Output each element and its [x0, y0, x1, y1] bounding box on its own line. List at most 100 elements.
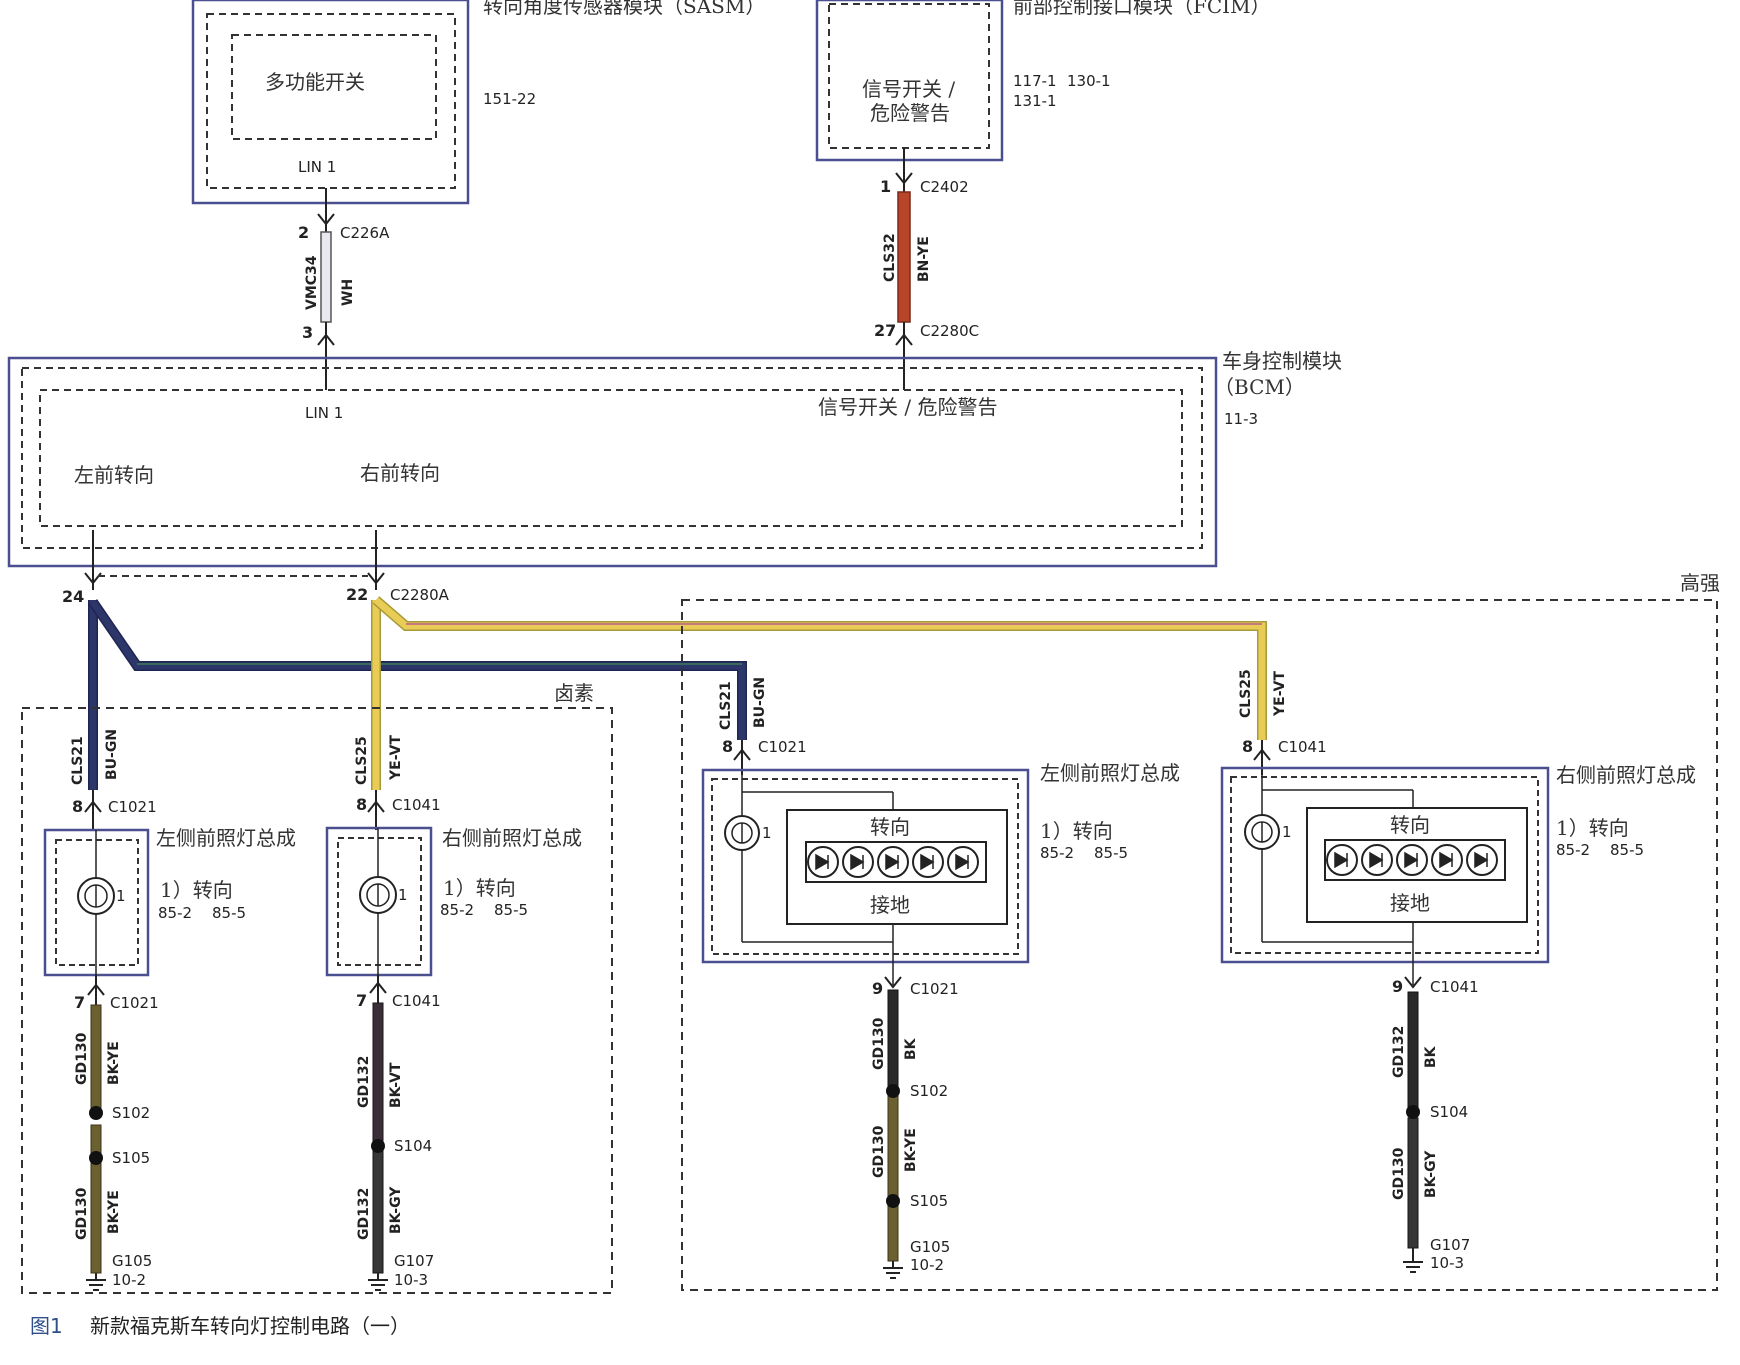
hr-right-splice1: S104	[394, 1137, 432, 1155]
halogen-right-assembly: CLS25 YE-VT 8 C1041 1 右侧前照灯总成 1）转向 85-2 …	[325, 735, 582, 1291]
sasm-inner-label: 多功能开关	[265, 70, 365, 94]
sasm-ref: 151-22	[483, 90, 536, 108]
led-array	[807, 846, 979, 878]
splice-dot	[89, 1151, 103, 1165]
fcim-inner-line2: 危险警告	[870, 101, 950, 125]
caption-text: 新款福克斯车转向灯控制电路（一）	[90, 1314, 410, 1338]
fcim-inner-line1: 信号开关 /	[862, 77, 955, 101]
splice-dot	[371, 1139, 385, 1153]
bcm-outputs: 24 22 C2280A	[62, 530, 450, 606]
hr-right-title: 右侧前照灯总成	[442, 826, 582, 850]
hl-left-conn-in: C1021	[108, 798, 157, 816]
fcim-title: 前部控制接口模块（FCIM）	[1013, 0, 1271, 18]
hr-right-ref2: 85-5	[494, 901, 528, 919]
hl-left-note: 1）转向	[160, 878, 233, 902]
hi-left-ref1: 85-2	[1040, 844, 1074, 862]
splice-dot	[886, 1084, 900, 1098]
sasm-module: 多功能开关 LIN 1 转向角度传感器模块（SASM） 151-22	[191, 0, 765, 205]
fcim-ref2: 130-1	[1067, 72, 1111, 90]
hl-left-gnd-circuit: GD130	[74, 1032, 90, 1085]
hi-left-splice2: S105	[910, 1192, 948, 1210]
halogen-section	[21, 707, 613, 1294]
high-section-label: 高强	[1680, 571, 1720, 595]
high-right-assembly: CLS25 YE-VT 8 C1041 1 转向 接	[1220, 669, 1696, 1273]
signal-color: BN-YE	[916, 236, 932, 282]
hr-right-gnd-circuit: GD132	[356, 1056, 372, 1108]
bcm-sig-conn: C2280C	[920, 322, 979, 340]
caption-fig-number: 图1	[30, 1314, 63, 1338]
halogen-section-label: 卤素	[554, 681, 594, 705]
bcm-left-turn-label: 左前转向	[74, 463, 154, 487]
bcm-signal-label: 信号开关 / 危险警告	[818, 395, 997, 419]
hl-left-title: 左侧前照灯总成	[156, 826, 296, 850]
hi-right-ground: G107	[1430, 1236, 1470, 1254]
bcm-sig-pin: 27	[874, 321, 896, 340]
hi-right-conn-out: C1041	[1430, 978, 1479, 996]
hi-left-color: BU-GN	[752, 677, 768, 728]
signal-circuit: CLS32	[882, 233, 898, 282]
hl-left-ref2: 85-5	[212, 904, 246, 922]
hl-left-pin-in: 8	[72, 797, 83, 816]
bcm-lin-label: LIN 1	[305, 404, 343, 422]
lin-wire: 2 C226A VMC34 WH 3	[298, 188, 390, 390]
hi-right-gnd-color1: BK	[1423, 1045, 1439, 1068]
hi-left-led-label: 转向	[870, 815, 910, 839]
hr-right-conn-in: C1041	[392, 796, 441, 814]
hl-left-splice1: S102	[112, 1104, 150, 1122]
hl-left-ref1: 85-2	[158, 904, 192, 922]
hi-left-pin-out: 9	[872, 979, 883, 998]
hi-right-gnd-color2: BK-GY	[1423, 1150, 1439, 1198]
hl-left-gnd-color1: BK-YE	[106, 1041, 122, 1085]
fcim-ref3: 131-1	[1013, 92, 1057, 110]
bcm-right-pin: 22	[346, 585, 368, 604]
hr-right-conn-out: C1041	[392, 992, 441, 1010]
hi-right-conn-in: C1041	[1278, 738, 1327, 756]
hi-right-ref1: 85-2	[1556, 841, 1590, 859]
hr-right-ground: G107	[394, 1252, 434, 1270]
hi-right-gnd-circuit: GD132	[1391, 1026, 1407, 1078]
hi-left-gnd-color1: BK	[903, 1037, 919, 1060]
bcm-title-line1: 车身控制模块	[1222, 349, 1342, 373]
hr-right-note: 1）转向	[443, 876, 516, 900]
hl-right-circuit: CLS25	[354, 736, 370, 785]
hr-right-pin-in: 8	[356, 795, 367, 814]
hl-left-circuit: CLS21	[70, 736, 86, 785]
high-section	[681, 599, 1718, 1291]
splice-dot	[1406, 1105, 1420, 1119]
hl-left-gnd-color2: BK-YE	[106, 1190, 122, 1234]
hl-left-pin-out: 7	[74, 993, 85, 1012]
hi-right-pin-in: 8	[1242, 737, 1253, 756]
halogen-left-assembly: CLS21 BU-GN 8 C1021 1 左侧前照灯总成 1）转向 85-2 …	[43, 729, 296, 1291]
hi-right-note: 1）转向	[1556, 816, 1629, 840]
sasm-out-conn: C226A	[340, 224, 390, 242]
hi-left-ref2: 85-5	[1094, 844, 1128, 862]
hl-left-bulb-num: 1	[116, 887, 126, 905]
sasm-out-pin: 2	[298, 223, 309, 242]
bcm-module: LIN 1 信号开关 / 危险警告 左前转向 右前转向 车身控制模块 （BCM）…	[7, 349, 1342, 568]
hi-left-circuit: CLS21	[718, 681, 734, 730]
hi-right-title: 右侧前照灯总成	[1556, 763, 1696, 787]
hl-left-color: BU-GN	[104, 729, 120, 780]
hl-left-ground-ref: 10-2	[112, 1271, 146, 1289]
hr-right-ref1: 85-2	[440, 901, 474, 919]
hr-right-bulb-num: 1	[398, 886, 408, 904]
bcm-left-pin: 24	[62, 587, 84, 606]
hl-left-conn-out: C1021	[110, 994, 159, 1012]
hi-right-led-label: 转向	[1390, 813, 1430, 837]
hi-left-note: 1）转向	[1040, 819, 1113, 843]
hr-right-gnd-color1: BK-VT	[388, 1062, 404, 1108]
fcim-out-conn: C2402	[920, 178, 969, 196]
led-array	[1326, 844, 1498, 876]
hi-left-ground-ref: 10-2	[910, 1256, 944, 1274]
hi-right-ref2: 85-5	[1610, 841, 1644, 859]
hi-left-pin-in: 8	[722, 737, 733, 756]
lin-color: WH	[340, 279, 356, 306]
fcim-out-pin: 1	[880, 177, 891, 196]
hr-right-pin-out: 7	[356, 991, 367, 1010]
hi-left-gnd-label: 接地	[870, 893, 910, 917]
splice-dot	[89, 1106, 103, 1120]
fcim-ref1: 117-1	[1013, 72, 1057, 90]
bcm-title-line2: （BCM）	[1214, 375, 1305, 399]
hi-left-bulb-num: 1	[762, 824, 772, 842]
